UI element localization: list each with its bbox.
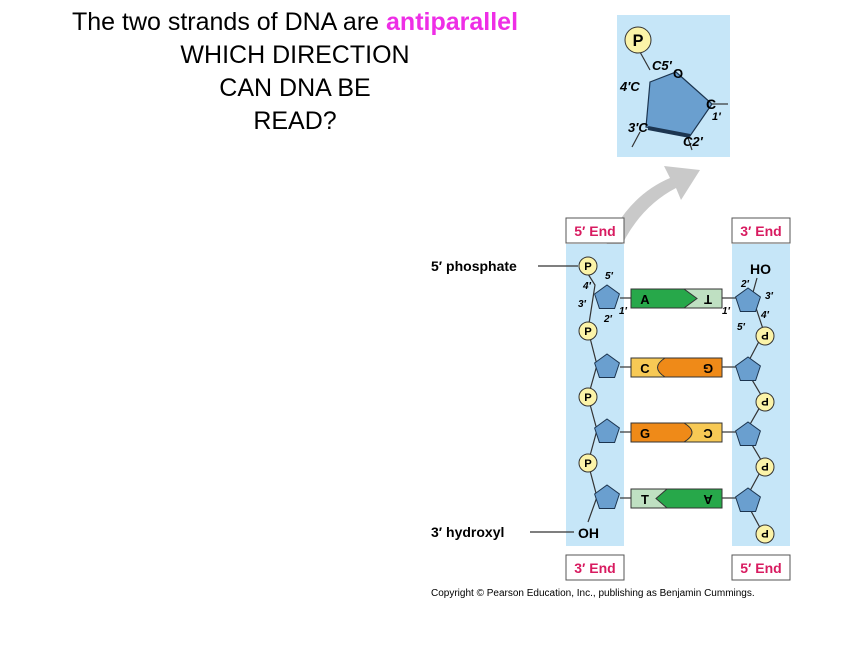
right-sugar [735,487,761,512]
right-phosphate-letter: P [761,460,769,472]
right-top-end-label-box [731,217,791,244]
inset-c1-label: C [706,96,716,112]
left-base [630,488,669,509]
three-prime-hydroxyl-label: 3′ hydroxyl [431,524,504,540]
three-prime-ho-label: HO [750,261,771,277]
right-base-label: A [703,492,713,507]
left-carbon-4: 4′ [582,281,592,292]
heading-line-3: CAN DNA BE [219,74,371,102]
inset-c4-label: 4′C [619,79,640,94]
right-phosphate [755,392,775,412]
heading-line-4: READ? [253,107,337,135]
right-phosphate-letter: P [761,329,769,341]
left-bottom-end-label-box [565,554,625,581]
left-base-label: C [640,361,650,376]
inset-bond-p [639,51,651,71]
right-phosphate [755,326,775,346]
left-base [630,357,667,378]
right-carbon-1: 1′ [722,306,731,317]
left-phosphate [578,256,598,276]
slide-heading: The two strands of DNA are antiparallel … [0,6,590,138]
left-base-label: T [641,492,649,507]
left-sugar [594,418,620,443]
right-carbon-3: 3′ [765,291,774,302]
inset-phosphate [624,26,652,54]
right-carbon-5: 5′ [737,322,746,333]
inset-c5-label: C5′ [652,58,673,73]
inset-c1-num-label: 1′ [712,111,722,123]
right-sugar [735,287,761,312]
left-phosphate [578,387,598,407]
right-sugar [735,356,761,381]
left-top-end-label: 5′ End [574,223,615,239]
left-sugar [594,284,620,309]
inset-ring-bold-edge [647,126,691,138]
left-sugar [594,353,620,378]
left-bottom-end-label: 3′ End [574,560,615,576]
three-prime-oh-label: OH [578,525,599,541]
right-phosphate-letter: P [761,395,769,407]
left-phosphate-letter: P [584,458,592,470]
inset-c3-label: 3′C [628,120,648,135]
right-top-end-label: 3′ End [740,223,781,239]
left-base [630,288,698,309]
inset-c2-label: C2′ [683,134,704,149]
inset-phosphate-letter: P [633,32,644,50]
right-carbon-2: 2′ [740,279,750,290]
right-base-label: T [704,292,712,307]
inset-bond-c3 [631,131,641,148]
left-base [630,422,693,443]
right-bottom-end-label-box [731,554,791,581]
right-base-label: G [703,361,713,376]
right-bottom-end-label: 5′ End [740,560,781,576]
right-base-label: C [703,426,713,441]
left-carbon-1: 1′ [619,306,628,317]
left-phosphate-letter: P [584,392,592,404]
left-base-label: A [640,292,650,307]
heading-highlight: antiparallel [386,8,519,36]
left-carbon-2: 2′ [603,314,613,325]
left-carbon-5: 5′ [605,271,614,282]
right-phosphate-letter: P [761,527,769,539]
left-phosphate [578,453,598,473]
left-phosphate-letter: P [584,261,592,273]
five-prime-phosphate-label: 5′ phosphate [431,258,517,274]
inset-bond-c2 [687,137,693,151]
heading-line-1: The two strands of DNA are antiparallel [0,6,590,39]
copyright-note: Copyright © Pearson Education, Inc., pub… [431,588,755,599]
heading-line-2: WHICH DIRECTION [180,41,410,69]
left-top-end-label-box [565,217,625,244]
left-phosphate [578,321,598,341]
left-sugar [594,484,620,509]
right-sugar [735,421,761,446]
left-base-label: G [640,426,650,441]
heading-prefix: The two strands of DNA are [71,8,380,36]
inset-sugar-ring [645,71,713,137]
left-carbon-3: 3′ [578,299,587,310]
right-phosphate [755,457,775,477]
right-phosphate [755,524,775,544]
right-carbon-4: 4′ [760,310,770,321]
left-phosphate-letter: P [584,326,592,338]
inset-ring-o-label: O [673,66,683,81]
